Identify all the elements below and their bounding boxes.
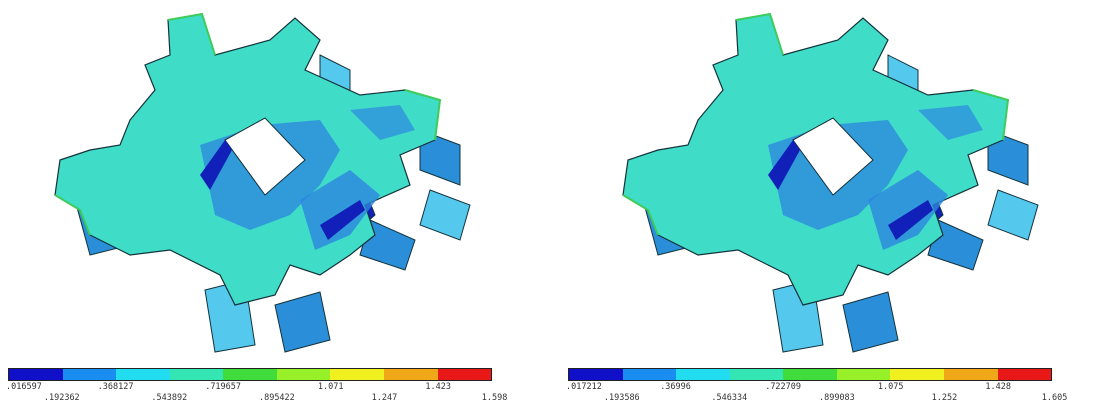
legend-swatch-9 [997, 369, 1052, 380]
central-opening [224, 117, 306, 196]
legend-swatch-6 [836, 369, 891, 380]
deep-blue-slot [200, 140, 232, 190]
green-rim-edge [622, 194, 659, 236]
legend-swatch-8 [943, 369, 998, 380]
legend-swatch-3 [116, 369, 170, 380]
left-legend-bar [8, 368, 492, 381]
lower-flange-block [419, 189, 471, 241]
legend-swatch-3 [676, 369, 730, 380]
deep-blue-slot [320, 200, 365, 240]
legend-tick-label: .722709 [765, 382, 802, 392]
right-legend-ticks: .017212.193586 .36996 .546334 .722709 .89908… [566, 381, 1067, 407]
legend-swatch-8 [383, 369, 438, 380]
legend-swatch-4 [729, 369, 784, 380]
legend-swatch-2 [62, 369, 117, 380]
legend-swatch-5 [223, 369, 277, 380]
left-deformed-structure-plot [54, 12, 471, 353]
deep-blue-slot [888, 200, 933, 240]
lower-flange-block [987, 189, 1039, 241]
stress-zone-blue [350, 105, 415, 140]
green-rim-edge [972, 89, 1010, 141]
left-panel: .016597.192362 .368127 .543892 .719657 .8954… [0, 0, 548, 405]
lower-flange-block [987, 129, 1029, 186]
stress-zone-blue [868, 170, 948, 250]
legend-tick-label: 1.598 [481, 393, 508, 403]
legend-tick-label: .016597 [6, 382, 42, 392]
stress-zone-blue [918, 105, 983, 140]
green-rim-edge [735, 12, 784, 56]
left-color-legend: .016597.192362 .368127 .543892 .719657 .8954… [6, 368, 507, 407]
legend-tick-label: .193586 [603, 393, 640, 403]
legend-swatch-2 [622, 369, 677, 380]
legend-tick-label: .017212 [566, 382, 602, 392]
legend-tick-label: 1.071 [317, 382, 344, 392]
green-rim-edge [167, 12, 216, 56]
lower-flange-block [419, 129, 461, 186]
legend-tick-label: 1.075 [877, 382, 904, 392]
legend-tick-label: 1.423 [425, 382, 452, 392]
green-rim-edge [54, 194, 91, 236]
right-deformed-structure-plot [622, 12, 1039, 353]
stress-zone-blue [300, 170, 380, 250]
lower-flange-block [842, 291, 899, 353]
right-legend-bar [568, 368, 1052, 381]
green-rim-edge [404, 89, 442, 141]
legend-tick-label: .543892 [151, 393, 188, 403]
legend-tick-label: .192362 [43, 393, 80, 403]
legend-tick-label: .368127 [97, 382, 134, 392]
legend-swatch-9 [437, 369, 492, 380]
right-panel: .017212.193586 .36996 .546334 .722709 .89908… [548, 0, 1096, 405]
legend-tick-label: .546334 [711, 393, 748, 403]
legend-tick-label: .36996 [660, 382, 691, 392]
deep-blue-slot [768, 140, 800, 190]
legend-swatch-5 [783, 369, 837, 380]
legend-swatch-6 [276, 369, 331, 380]
legend-tick-label: .899083 [818, 393, 855, 403]
lower-flange-block [274, 291, 331, 353]
legend-tick-label: 1.605 [1041, 393, 1068, 403]
legend-swatch-7 [890, 369, 944, 380]
legend-tick-label: 1.428 [985, 382, 1012, 392]
legend-tick-label: 1.247 [371, 393, 398, 403]
legend-tick-label: .719657 [205, 382, 242, 392]
right-color-legend: .017212.193586 .36996 .546334 .722709 .89908… [566, 368, 1067, 407]
legend-swatch-7 [330, 369, 384, 380]
legend-swatch-4 [169, 369, 224, 380]
legend-swatch-1 [569, 369, 623, 380]
legend-tick-label: 1.252 [931, 393, 958, 403]
legend-tick-label: .895422 [258, 393, 295, 403]
central-opening [792, 117, 874, 196]
legend-swatch-1 [9, 369, 63, 380]
left-legend-ticks: .016597.192362 .368127 .543892 .719657 .8954… [6, 381, 507, 407]
